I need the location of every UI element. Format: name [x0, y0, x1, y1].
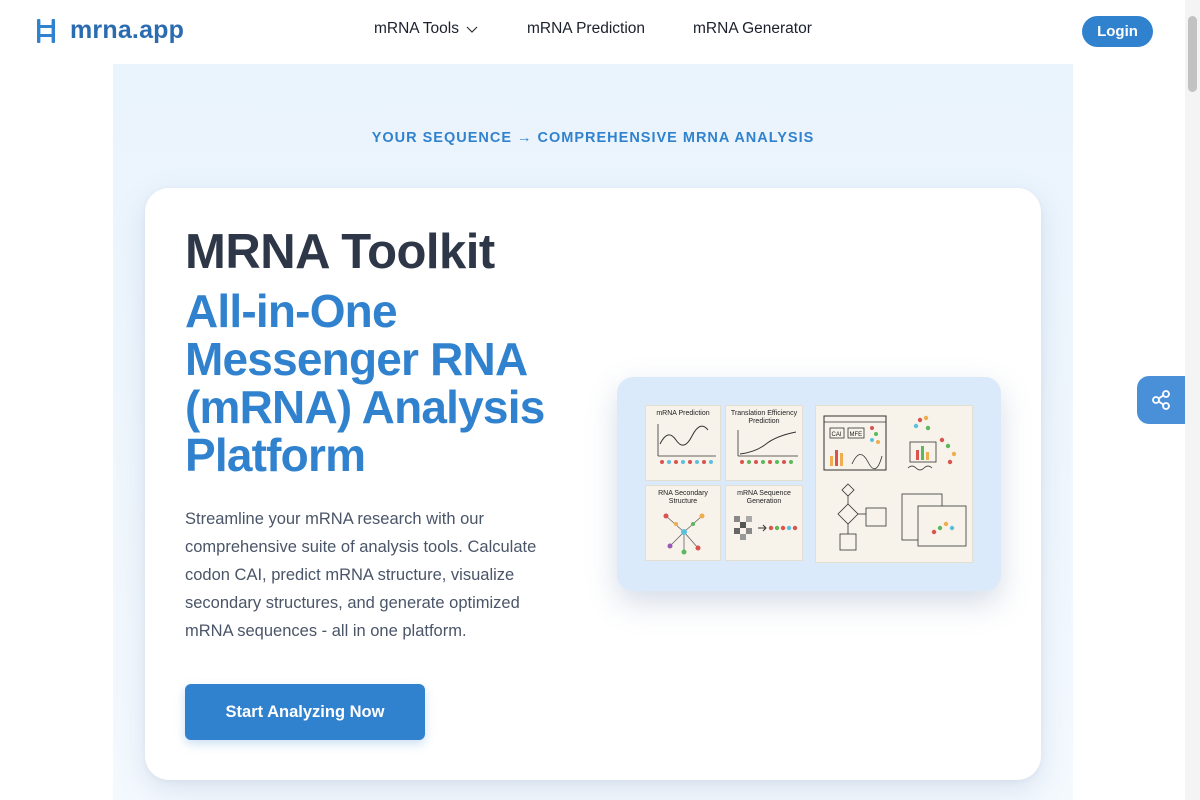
hero-illustration: mRNA Prediction Translation Efficiency P… — [617, 377, 1001, 591]
page-subtitle: All-in-One Messenger RNA (mRNA) Analysis… — [185, 285, 545, 481]
page-scrollbar[interactable] — [1185, 0, 1200, 800]
brand-name: mrna.app — [70, 16, 185, 44]
illustration-tile-sequence-generation: mRNA Sequence Generation — [725, 485, 803, 561]
hero-description: Streamline your mRNA research with our c… — [185, 510, 537, 640]
tile-title: mRNA Prediction — [656, 410, 710, 417]
top-nav-bar: mrna.app mRNA Tools mRNA Prediction mRNA… — [0, 0, 1185, 64]
cai-badge: CAI — [832, 432, 842, 438]
nav-item-label: mRNA Tools — [374, 20, 459, 37]
illustration-tile-secondary-structure: RNA Secondary Structure — [645, 485, 721, 561]
nav-item-mrna-prediction[interactable]: mRNA Prediction — [527, 20, 645, 38]
mfe-badge: MFE — [850, 432, 863, 438]
growth-curve-icon — [737, 430, 798, 464]
illustration-workflow-panel: CAI MFE — [815, 405, 973, 563]
illustration-tile-prediction: mRNA Prediction — [645, 405, 721, 481]
nav-item-label: mRNA Generator — [693, 20, 812, 37]
share-button[interactable] — [1137, 376, 1185, 424]
start-analyzing-button[interactable]: Start Analyzing Now — [185, 684, 425, 740]
nav-item-mrna-tools[interactable]: mRNA Tools — [374, 20, 479, 38]
workflow-diagram-icon: CAI MFE — [823, 415, 967, 551]
nav-item-mrna-generator[interactable]: mRNA Generator — [693, 20, 812, 38]
ladder-icon — [37, 18, 55, 43]
brand-logo-link[interactable]: mrna.app — [36, 16, 184, 45]
page-title: MRNA Toolkit — [185, 225, 495, 279]
chevron-down-icon — [466, 26, 478, 33]
login-button[interactable]: Login — [1082, 16, 1153, 47]
tile-title: RNA Secondary Structure — [658, 490, 708, 505]
hero-eyebrow: YOUR SEQUENCE → COMPREHENSIVE MRNA ANALY… — [371, 130, 815, 146]
illustration-tile-translation-efficiency: Translation Efficiency Prediction — [725, 405, 803, 481]
main-nav: mRNA Tools mRNA Prediction mRNA Generato… — [374, 20, 812, 38]
line-chart-icon — [657, 424, 716, 464]
tile-title: Translation Efficiency Prediction — [730, 410, 798, 425]
rna-structure-icon — [663, 513, 705, 555]
scrollbar-thumb[interactable] — [1188, 16, 1197, 92]
share-icon — [1152, 390, 1170, 410]
nav-item-label: mRNA Prediction — [527, 20, 646, 37]
noise-to-sequence-icon — [734, 516, 798, 540]
tile-title: mRNA Sequence Generation — [737, 490, 791, 505]
